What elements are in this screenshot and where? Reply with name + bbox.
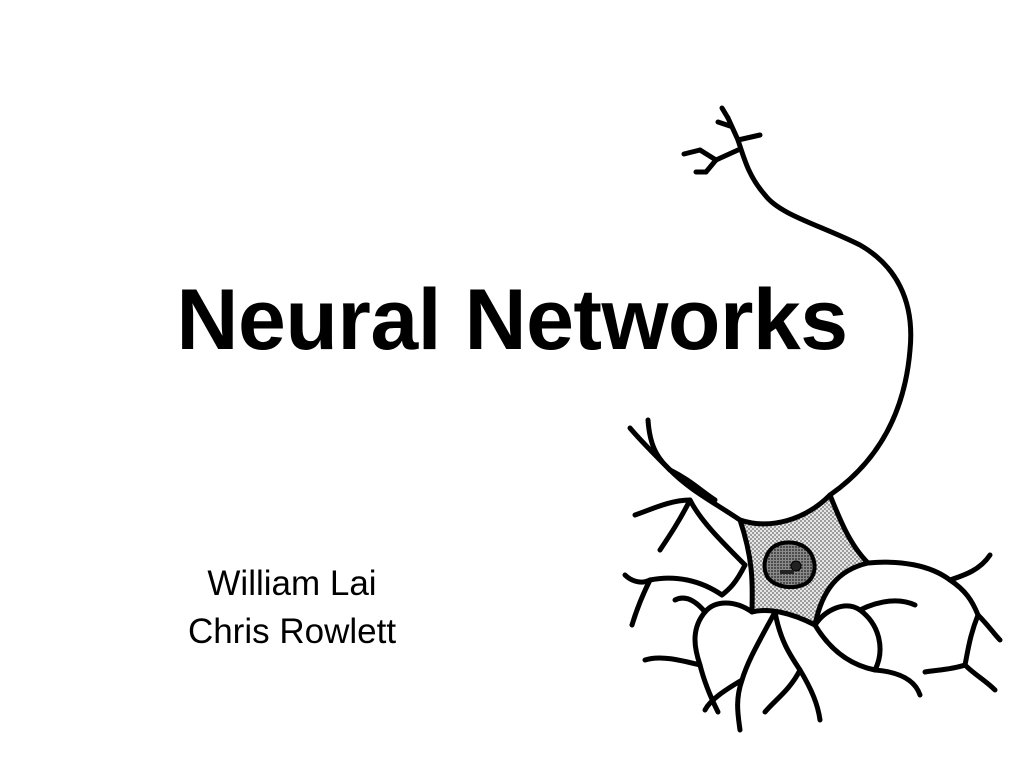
author-name: Chris Rowlett [187,612,397,651]
slide-title: Neural Networks [176,272,848,368]
author-name: William Lai [207,564,377,603]
author-list: William Lai Chris Rowlett [142,560,442,656]
axon [735,137,914,498]
nucleus [762,540,817,590]
